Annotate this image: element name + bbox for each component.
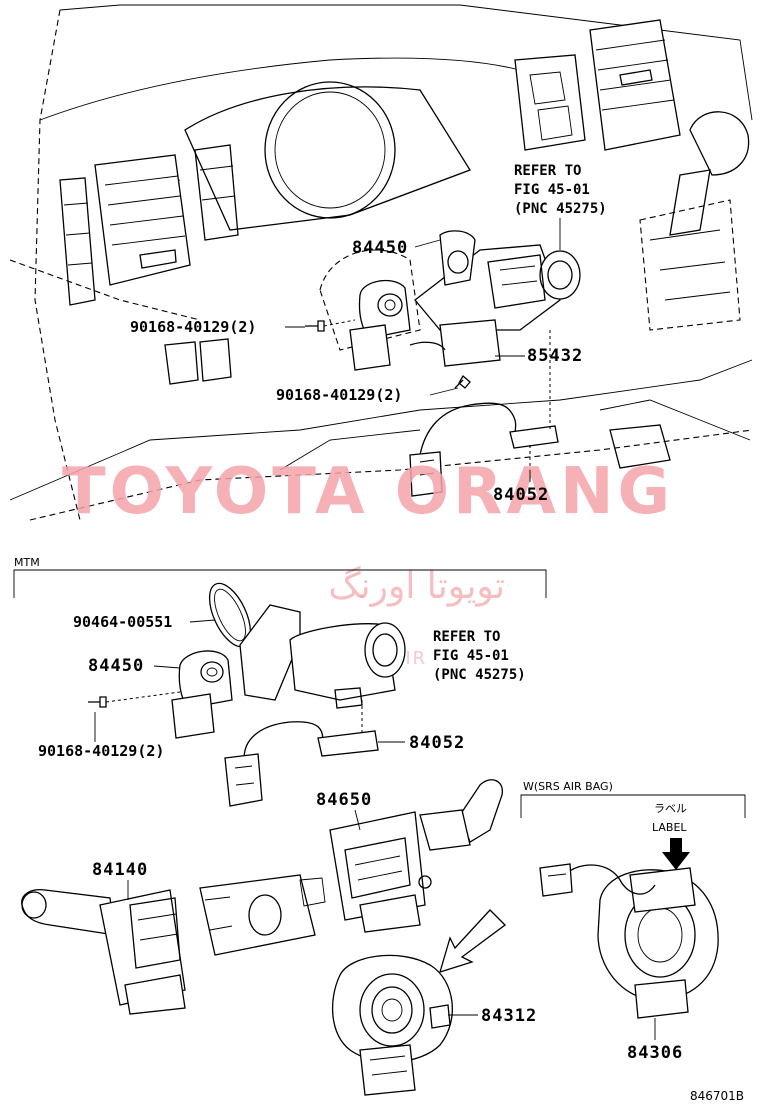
section-label-srs: W(SRS AIR BAG) [523, 780, 613, 793]
part-number-84450-mtm: 84450 [88, 656, 144, 676]
watermark-persian: تویوتا اورنگ [328, 565, 505, 607]
part-number-84052-upper: 84052 [493, 485, 549, 505]
upper-refer-line1: REFER TO [514, 163, 581, 179]
part-number-90168-upper-b: 90168-40129(2) [276, 386, 402, 404]
part-number-90168-mtm: 90168-40129(2) [38, 742, 164, 760]
part-number-84312: 84312 [481, 1006, 537, 1026]
diagram-id: 846701B [690, 1089, 744, 1103]
part-number-84450-upper: 84450 [352, 238, 408, 258]
srs-section: W(SRS AIR BAG) ラベル LABEL [520, 780, 746, 1019]
part-number-84052-mtm: 84052 [409, 733, 465, 753]
upper-refer-line3: (PNC 45275) [514, 201, 607, 217]
label-arrow-icon [662, 838, 690, 870]
part-number-84306: 84306 [627, 1043, 683, 1063]
part-number-84140: 84140 [92, 860, 148, 880]
combination-callouts: 84650 84140 84312 [92, 790, 537, 1026]
watermark-latin: TOYOTA ORANG [62, 455, 674, 529]
upper-ignition-assembly [305, 230, 581, 497]
part-number-90168-upper-a: 90168-40129(2) [130, 318, 256, 336]
label-english: LABEL [652, 821, 687, 834]
section-label-mtm: MTM [14, 556, 40, 569]
part-number-90464-00551: 90464-00551 [73, 613, 172, 631]
mtm-section: MTM [13, 556, 547, 807]
upper-callouts: REFER TO FIG 45-01 (PNC 45275) 84450 901… [130, 163, 607, 505]
part-number-84650: 84650 [316, 790, 372, 810]
dashboard-illustration [9, 4, 753, 521]
part-number-85432: 85432 [527, 346, 583, 366]
lower-refer-line1: REFER TO [433, 629, 500, 645]
combination-switch-assembly [21, 779, 506, 1096]
mtm-callouts: 90464-00551 REFER TO FIG 45-01 (PNC 4527… [38, 613, 526, 760]
lower-refer-line3: (PNC 45275) [433, 667, 526, 683]
label-japanese: ラベル [654, 802, 687, 815]
upper-refer-line2: FIG 45-01 [514, 182, 590, 198]
srs-callouts: 84306 [627, 1018, 683, 1063]
lower-refer-line2: FIG 45-01 [433, 648, 509, 664]
